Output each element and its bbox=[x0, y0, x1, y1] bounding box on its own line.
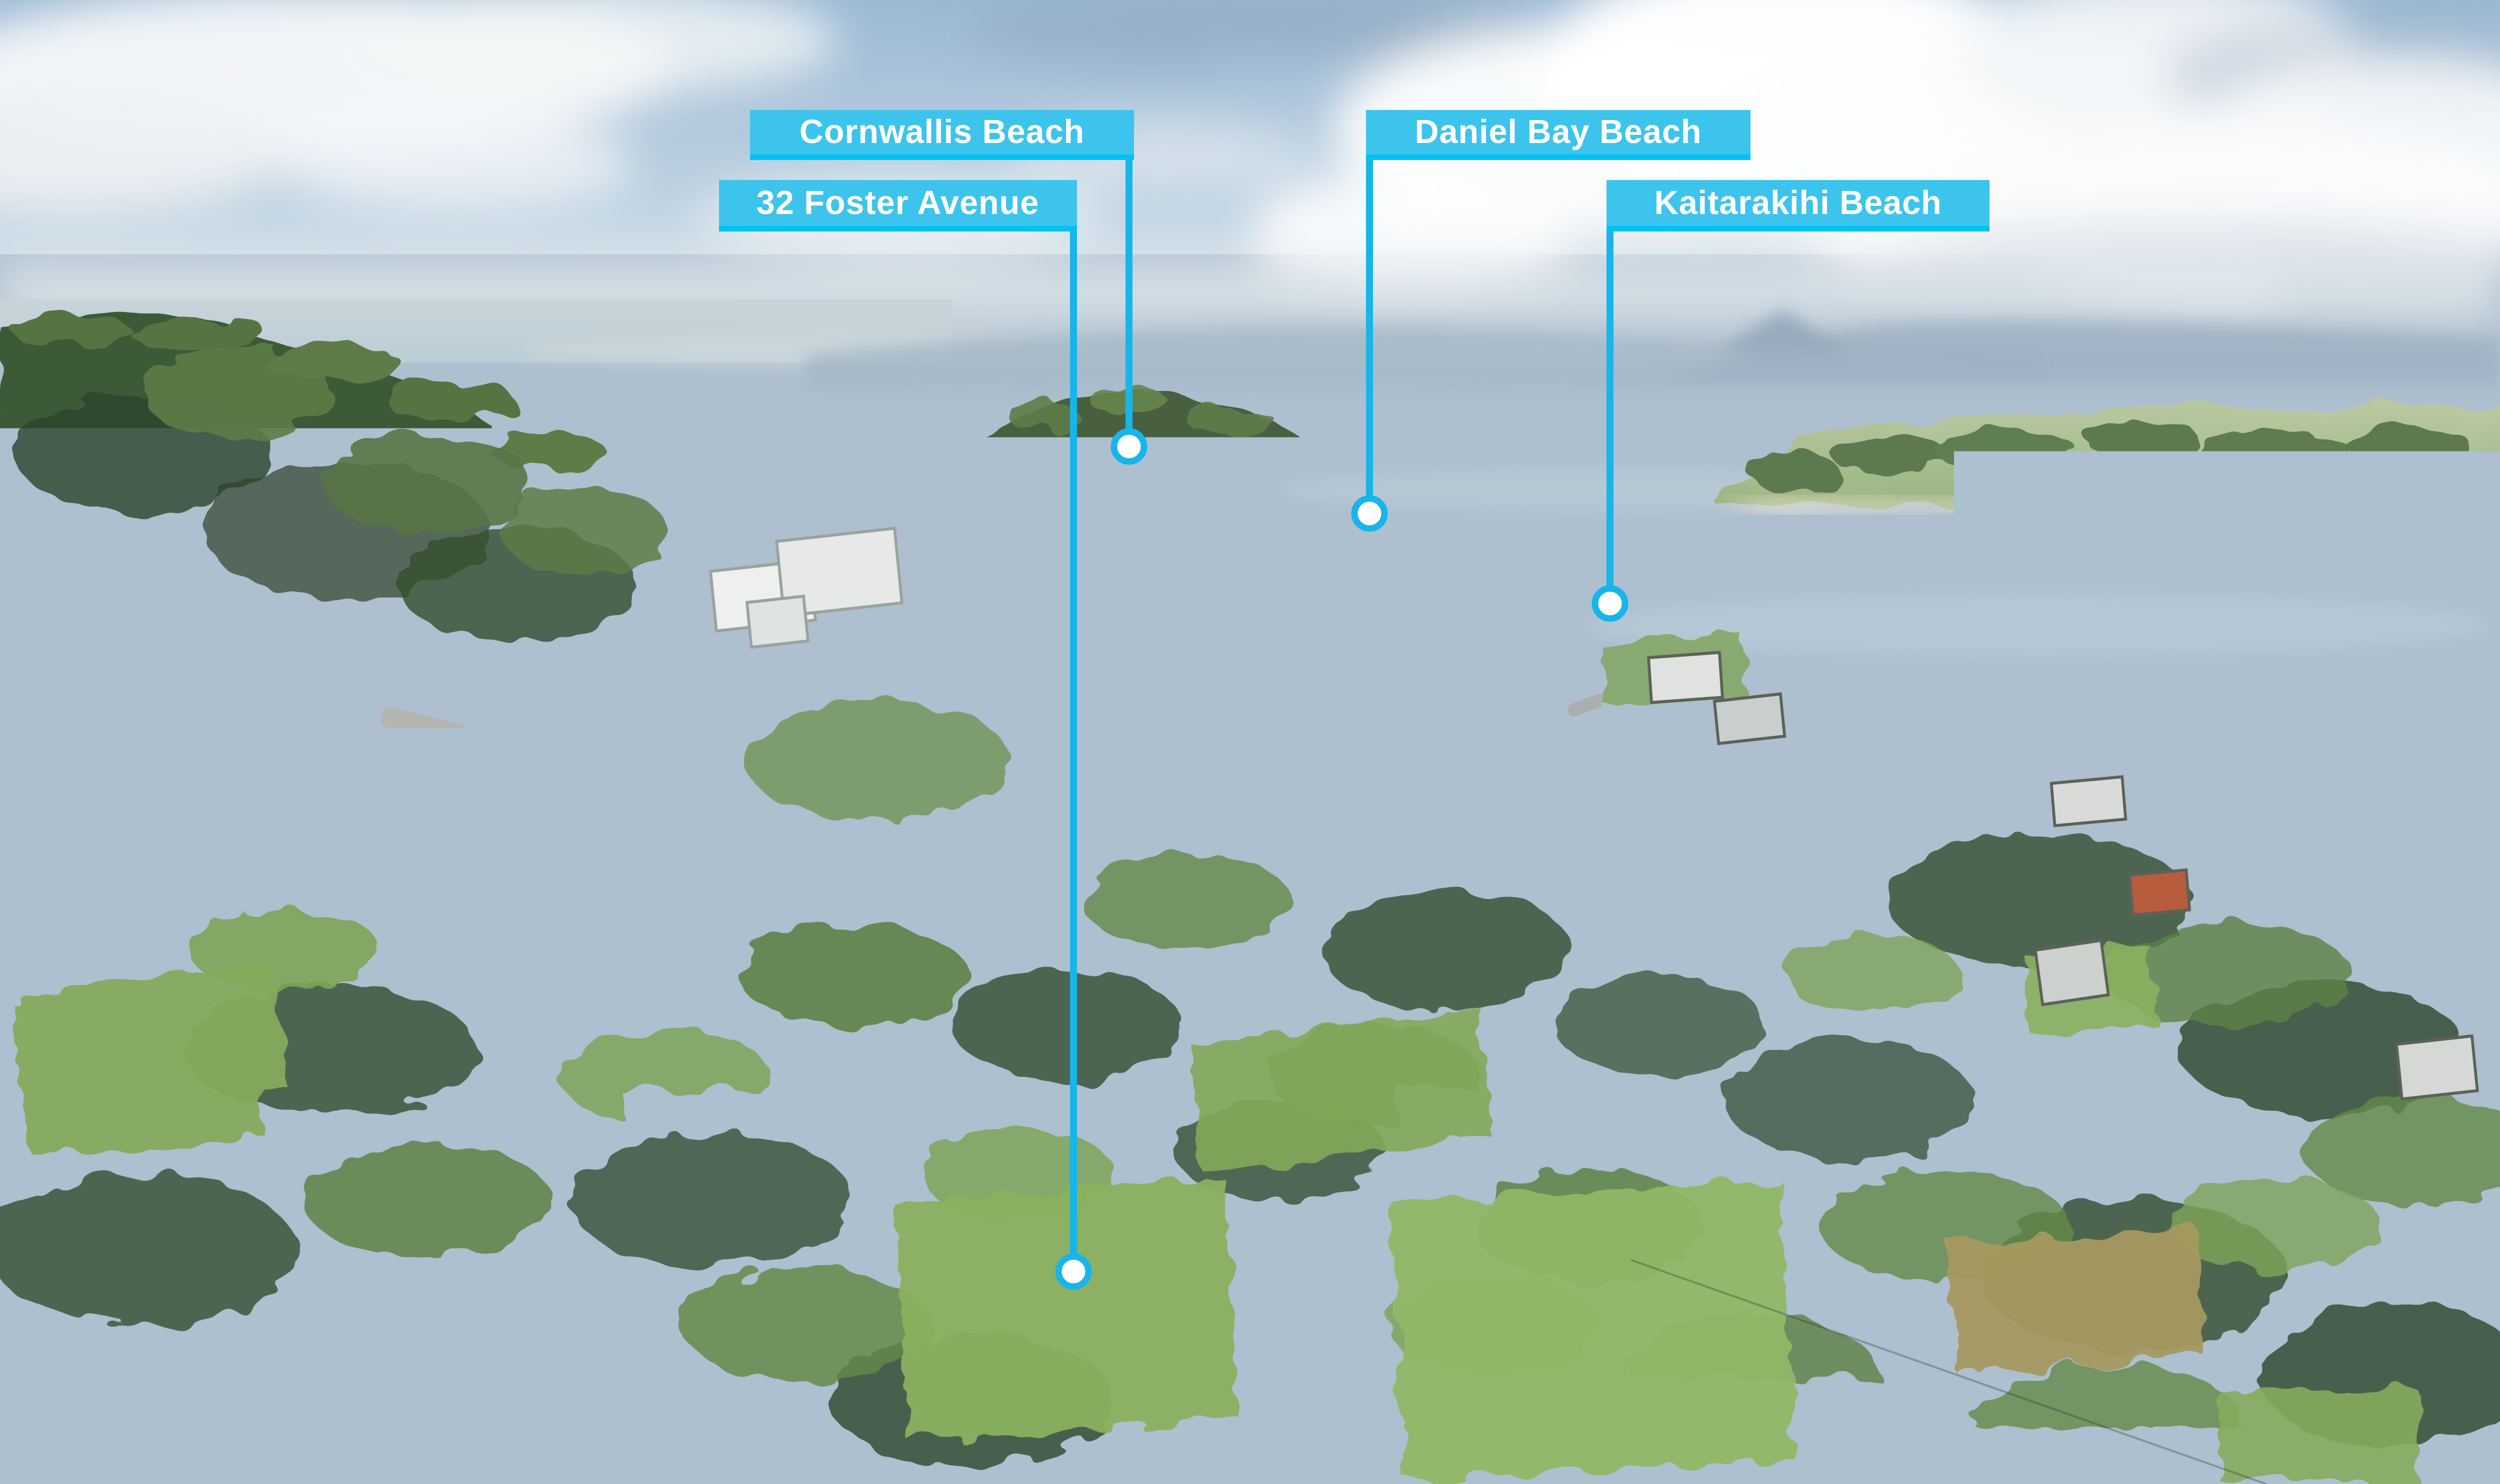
callout-text-kaitarakihi-beach: Kaitarakihi Beach bbox=[1654, 184, 1942, 222]
callout-line-property-address bbox=[1070, 232, 1077, 1272]
property-house bbox=[1020, 1298, 1237, 1448]
callout-text-daniel-bay-beach: Daniel Bay Beach bbox=[1414, 113, 1702, 151]
callout-label-property-address: 32 Foster Avenue bbox=[719, 180, 1077, 232]
house bbox=[1169, 846, 1226, 889]
blue-house bbox=[1514, 1306, 1650, 1450]
house bbox=[1648, 652, 1722, 702]
house bbox=[1112, 1066, 1192, 1119]
house bbox=[1396, 1208, 1491, 1308]
callout-label-cornwallis-beach: Cornwallis Beach bbox=[750, 110, 1134, 160]
house bbox=[0, 992, 73, 1062]
callout-line-daniel-bay-beach bbox=[1366, 160, 1373, 514]
callout-line-kaitarakihi-beach bbox=[1606, 232, 1614, 604]
callout-text-property-address: 32 Foster Avenue bbox=[756, 184, 1039, 222]
house bbox=[155, 843, 295, 937]
house bbox=[1590, 1440, 1720, 1484]
callout-marker-daniel-bay-beach bbox=[1352, 495, 1388, 532]
house bbox=[1714, 694, 1784, 744]
clouds bbox=[0, 0, 2500, 325]
callout-marker-kaitarakihi-beach bbox=[1592, 586, 1628, 622]
callout-label-kaitarakihi-beach: Kaitarakihi Beach bbox=[1606, 180, 1990, 232]
house bbox=[2130, 870, 2190, 915]
callout-text-cornwallis-beach: Cornwallis Beach bbox=[800, 113, 1084, 151]
callout-marker-property-address bbox=[1055, 1253, 1092, 1290]
house bbox=[24, 862, 142, 953]
house bbox=[30, 1338, 179, 1446]
callout-marker-cornwallis-beach bbox=[1111, 428, 1148, 465]
callout-label-daniel-bay-beach: Daniel Bay Beach bbox=[1366, 110, 1750, 160]
shed bbox=[1068, 1022, 1133, 1069]
house bbox=[596, 1058, 685, 1132]
callout-line-cornwallis-beach bbox=[1126, 160, 1132, 446]
house bbox=[1240, 1010, 1344, 1090]
house bbox=[1112, 776, 1178, 822]
house bbox=[2036, 940, 2108, 1004]
house bbox=[2052, 777, 2126, 826]
house bbox=[2396, 1036, 2478, 1099]
house bbox=[1374, 1027, 1504, 1118]
